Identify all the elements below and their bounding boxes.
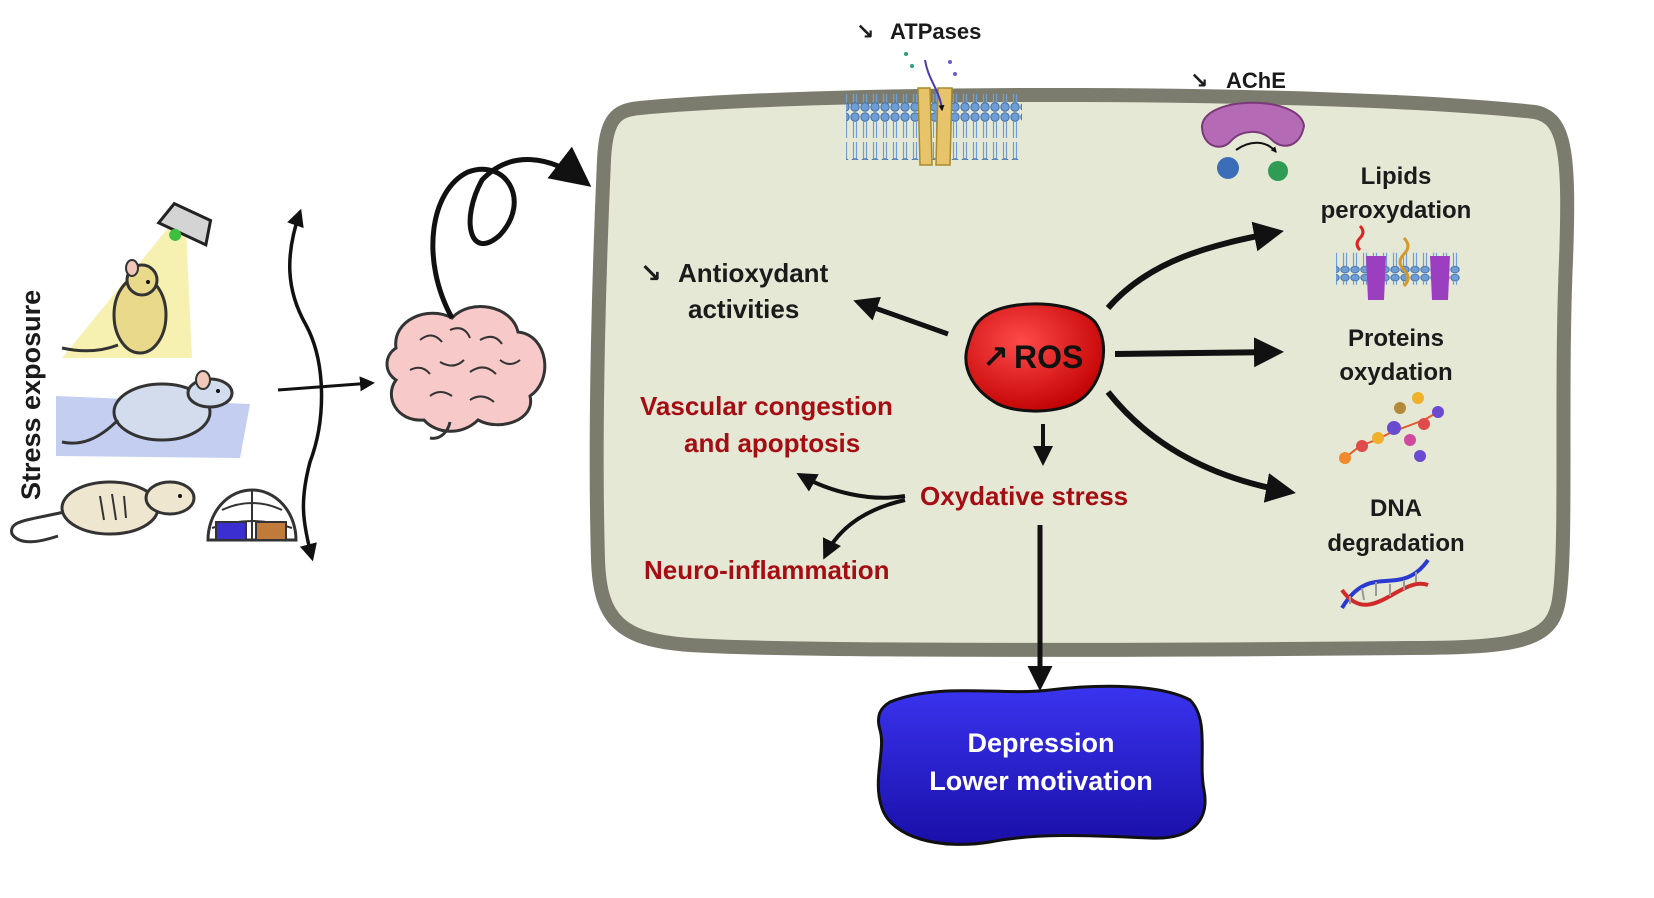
outcome-label-line2: Lower motivation	[929, 766, 1153, 796]
dna-label-group: DNA degradation	[1327, 495, 1464, 557]
antioxidant-label-line1: Antioxydant	[678, 258, 829, 288]
ache-label-group: ↘ AChE	[1190, 68, 1286, 93]
outcome-node: Depression Lower motivation	[876, 684, 1207, 846]
stress-section: Stress exposure	[10, 201, 375, 562]
brain-icon	[385, 305, 547, 440]
thin-mouse-icon	[10, 480, 196, 544]
proteins-label-group: Proteins oxydation	[1339, 325, 1452, 386]
neuro-inflammation-label: Neuro-inflammation	[644, 555, 890, 585]
brain-to-cell-arrow	[430, 146, 592, 320]
proteins-label-line1: Proteins	[1348, 325, 1444, 352]
outcome-blob	[876, 684, 1207, 846]
forced-swim-mouse-icon	[56, 370, 250, 458]
lipids-label-line2: peroxydation	[1321, 197, 1472, 224]
vascular-label-line1: Vascular congestion	[640, 391, 893, 421]
lipids-label-group: Lipids peroxydation	[1321, 163, 1472, 224]
proteins-label-line2: oxydation	[1339, 359, 1452, 386]
dna-label-line1: DNA	[1370, 495, 1422, 522]
ros-blob	[964, 302, 1105, 413]
ros-to-lipids-arrow	[1105, 221, 1284, 310]
ros-to-antioxidant-arrow	[853, 296, 949, 337]
vascular-label-line2: and apoptosis	[684, 428, 860, 458]
lipid-peroxidation-icon	[1336, 224, 1460, 300]
dna-label-line2: degradation	[1327, 530, 1464, 557]
ros-to-proteins-arrow	[1114, 337, 1284, 368]
down-right-arrow-icon: ↘	[856, 19, 874, 44]
stress-brace-arrows	[277, 208, 375, 562]
ros-arrows	[853, 221, 1296, 503]
outcome-label-line1: Depression	[967, 728, 1114, 758]
oxidative-to-neuro-arrow	[822, 498, 906, 560]
ache-label: AChE	[1226, 68, 1286, 93]
dna-icon	[1340, 558, 1430, 610]
ros-label: ROS	[1014, 339, 1083, 375]
sucrose-cage-icon	[206, 488, 298, 542]
antioxidant-label-group: ↘ Antioxydant activities	[640, 258, 829, 324]
ache-enzyme-icon	[1200, 101, 1306, 181]
down-right-arrow-icon: ↘	[1190, 68, 1208, 93]
lipids-label-line1: Lipids	[1361, 163, 1432, 190]
light-stress-mouse-icon	[61, 201, 213, 358]
stress-exposure-label: Stress exposure	[16, 290, 46, 500]
atpase-membrane-icon	[846, 52, 1022, 166]
down-right-arrow-icon: ↘	[640, 258, 662, 288]
antioxidant-label-line2: activities	[688, 294, 799, 324]
atpases-label: ATPases	[890, 19, 981, 44]
ros-node: ↗ ROS	[964, 302, 1105, 413]
up-right-arrow-icon: ↗	[982, 339, 1009, 375]
vascular-label-group: Vascular congestion and apoptosis	[640, 391, 893, 458]
oxidative-stress-label: Oxydative stress	[920, 481, 1128, 511]
atpases-label-group: ↘ ATPases	[856, 19, 981, 44]
oxidative-to-vascular-arrow	[796, 473, 906, 500]
protein-oxidation-icon	[1339, 392, 1444, 464]
ros-to-dna-arrow	[1105, 390, 1296, 503]
